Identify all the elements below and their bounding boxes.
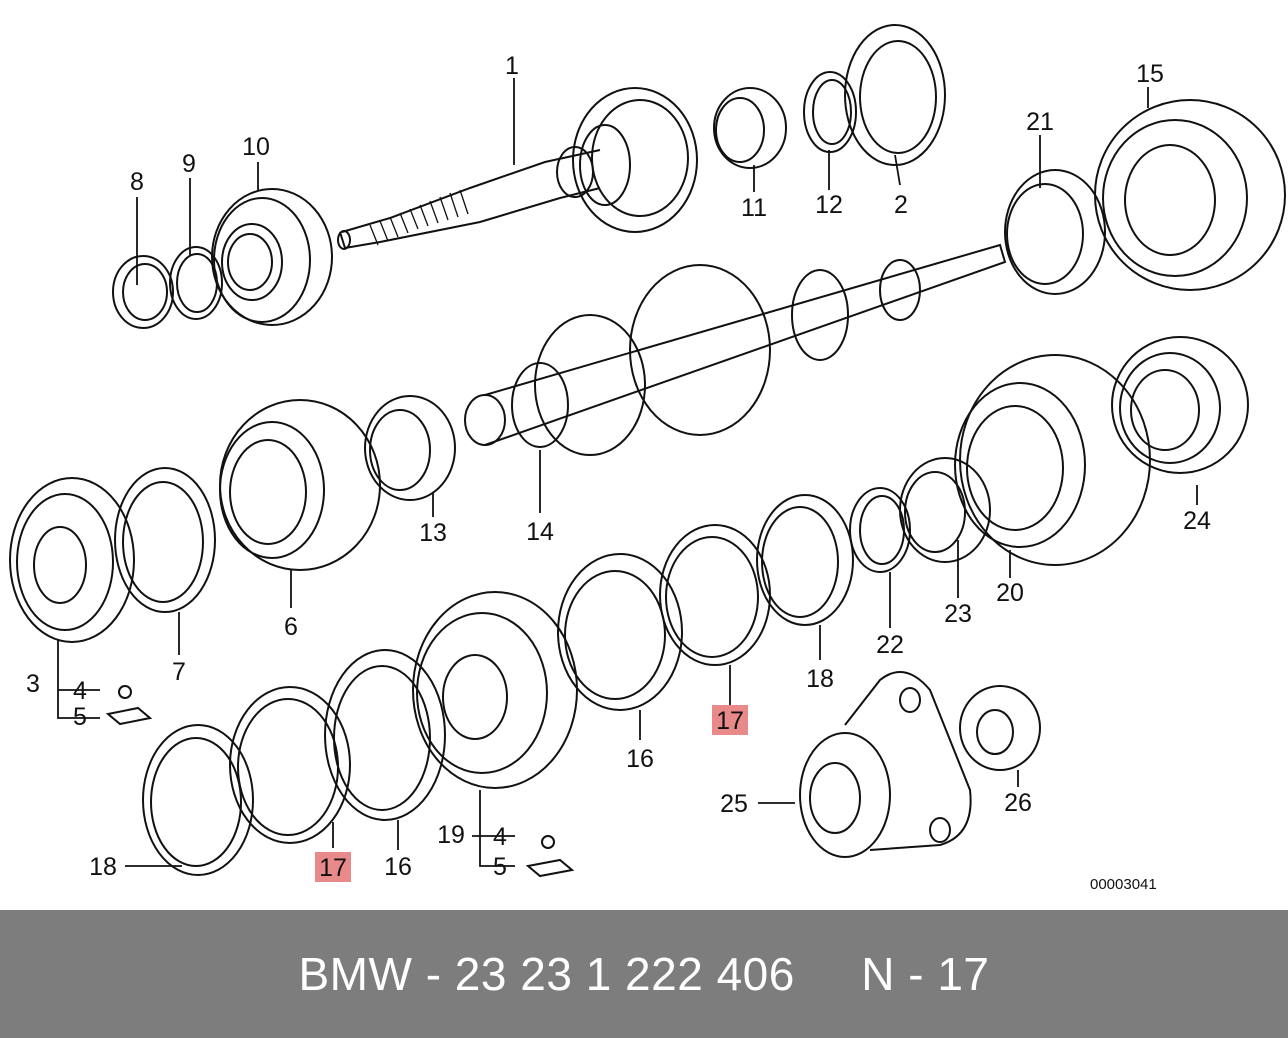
sleeve-3-drawing (9, 477, 135, 643)
ring-18-upper-drawing (756, 494, 854, 626)
gear-15-drawing (1094, 99, 1286, 291)
ball-4-lower-drawing (541, 835, 555, 849)
synchro-ring-7-drawing (114, 467, 216, 613)
label-7: 7 (172, 658, 186, 686)
diagram-code: 00003041 (1090, 876, 1157, 893)
ring-22-drawing (849, 487, 911, 573)
gear-6-drawing (219, 399, 381, 571)
bearing-11-drawing (713, 87, 787, 169)
label-16-lower: 16 (384, 853, 412, 881)
label-10: 10 (242, 133, 270, 161)
label-11: 11 (741, 194, 767, 222)
bearing-23-drawing (899, 457, 991, 563)
synchro-ring-16-upper-drawing (557, 553, 683, 711)
bearing-24-drawing (1111, 336, 1249, 474)
label-16-upper: 16 (626, 745, 654, 773)
highlight-17-lower (315, 852, 351, 882)
flange-25-drawing (799, 671, 972, 858)
label-18-lower: 18 (89, 853, 117, 881)
label-21: 21 (1026, 108, 1054, 136)
ring-17-lower-drawing (229, 686, 351, 844)
label-3: 3 (26, 670, 40, 698)
highlight-17-upper (712, 705, 748, 735)
label-22: 22 (876, 631, 904, 659)
label-4: 4 (73, 677, 87, 705)
label-5: 5 (73, 703, 87, 731)
countershaft-14-drawing (464, 243, 1007, 456)
label-4-lower: 4 (493, 823, 507, 851)
ball-4-upper-drawing (118, 685, 132, 699)
synchro-ring-2-drawing (844, 24, 946, 166)
label-17-upper: 17 (716, 707, 744, 735)
rings-8-9-drawing (112, 246, 223, 329)
footer-part-number-text: BMW - 23 23 1 222 406 N - 17 (298, 948, 990, 1000)
bearing-21-drawing (1004, 169, 1106, 295)
label-8: 8 (130, 168, 144, 196)
label-5-lower: 5 (493, 853, 507, 881)
label-1: 1 (505, 52, 519, 80)
label-13: 13 (419, 519, 447, 547)
label-9: 9 (182, 150, 196, 178)
pad-5-upper-drawing (105, 706, 153, 726)
ring-18-lower-drawing (142, 724, 254, 876)
ring-17-upper-drawing (659, 524, 771, 666)
label-17-lower: 17 (319, 854, 347, 882)
bearing-13-drawing (364, 395, 456, 501)
label-6: 6 (284, 613, 298, 641)
label-15: 15 (1136, 60, 1164, 88)
pad-5-lower-drawing (525, 858, 575, 878)
label-25: 25 (720, 790, 748, 818)
part-number-footer: BMW - 23 23 1 222 406 N - 17 (0, 910, 1288, 1038)
label-12: 12 (815, 191, 843, 219)
input-shaft-drawing (337, 87, 698, 250)
exploded-gearbox-diagram: 1 2 3 4 5 6 7 8 9 10 11 12 13 14 15 16 1… (9, 24, 1286, 882)
label-20: 20 (996, 579, 1024, 607)
label-2: 2 (894, 191, 908, 219)
diagram-area: 1 2 3 4 5 6 7 8 9 10 11 12 13 14 15 16 1… (9, 24, 1286, 893)
label-26: 26 (1004, 789, 1032, 817)
label-14: 14 (526, 518, 554, 546)
bearing-10-drawing (211, 188, 333, 326)
nut-26-drawing (959, 685, 1041, 771)
label-24: 24 (1183, 507, 1211, 535)
ring-12-drawing (803, 71, 857, 153)
sleeve-19-drawing (412, 591, 578, 789)
label-23: 23 (944, 600, 972, 628)
part-labels: 1 2 3 4 5 6 7 8 9 10 11 12 13 14 15 16 1… (26, 52, 1211, 882)
label-19: 19 (437, 821, 465, 849)
label-18-upper: 18 (806, 665, 834, 693)
leader-lines (57, 78, 1198, 867)
